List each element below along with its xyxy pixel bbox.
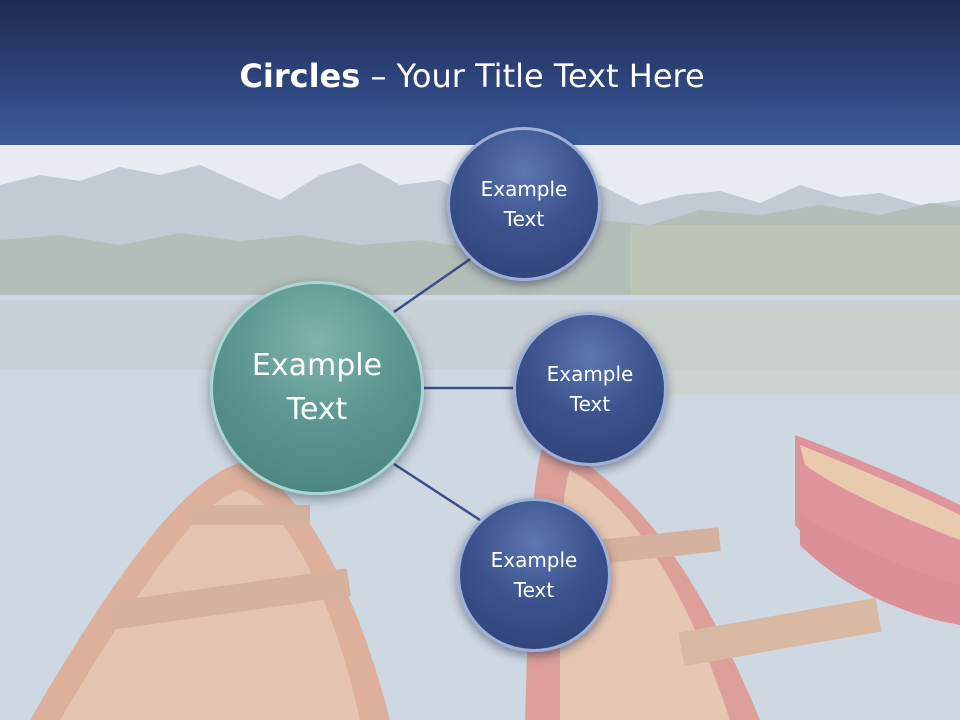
title-rest: – Your Title Text Here (360, 57, 705, 95)
connector-top (393, 253, 477, 314)
center-circle-label: Example Text (251, 348, 383, 427)
satellite-circle-bottom[interactable]: Example Text (457, 498, 611, 652)
satellite-circle-label: Example Text (490, 548, 578, 602)
slide-title: Circles – Your Title Text Here (0, 54, 944, 98)
satellite-circle-top[interactable]: Example Text (447, 127, 601, 281)
title-bar: Circles – Your Title Text Here (0, 0, 960, 145)
satellite-circle-label: Example Text (480, 177, 568, 231)
satellite-circle-label: Example Text (546, 362, 634, 416)
title-bold: Circles (239, 57, 361, 95)
center-circle[interactable]: Example Text (210, 281, 424, 495)
satellite-circle-middle[interactable]: Example Text (513, 312, 667, 466)
connector-bottom (393, 462, 481, 522)
